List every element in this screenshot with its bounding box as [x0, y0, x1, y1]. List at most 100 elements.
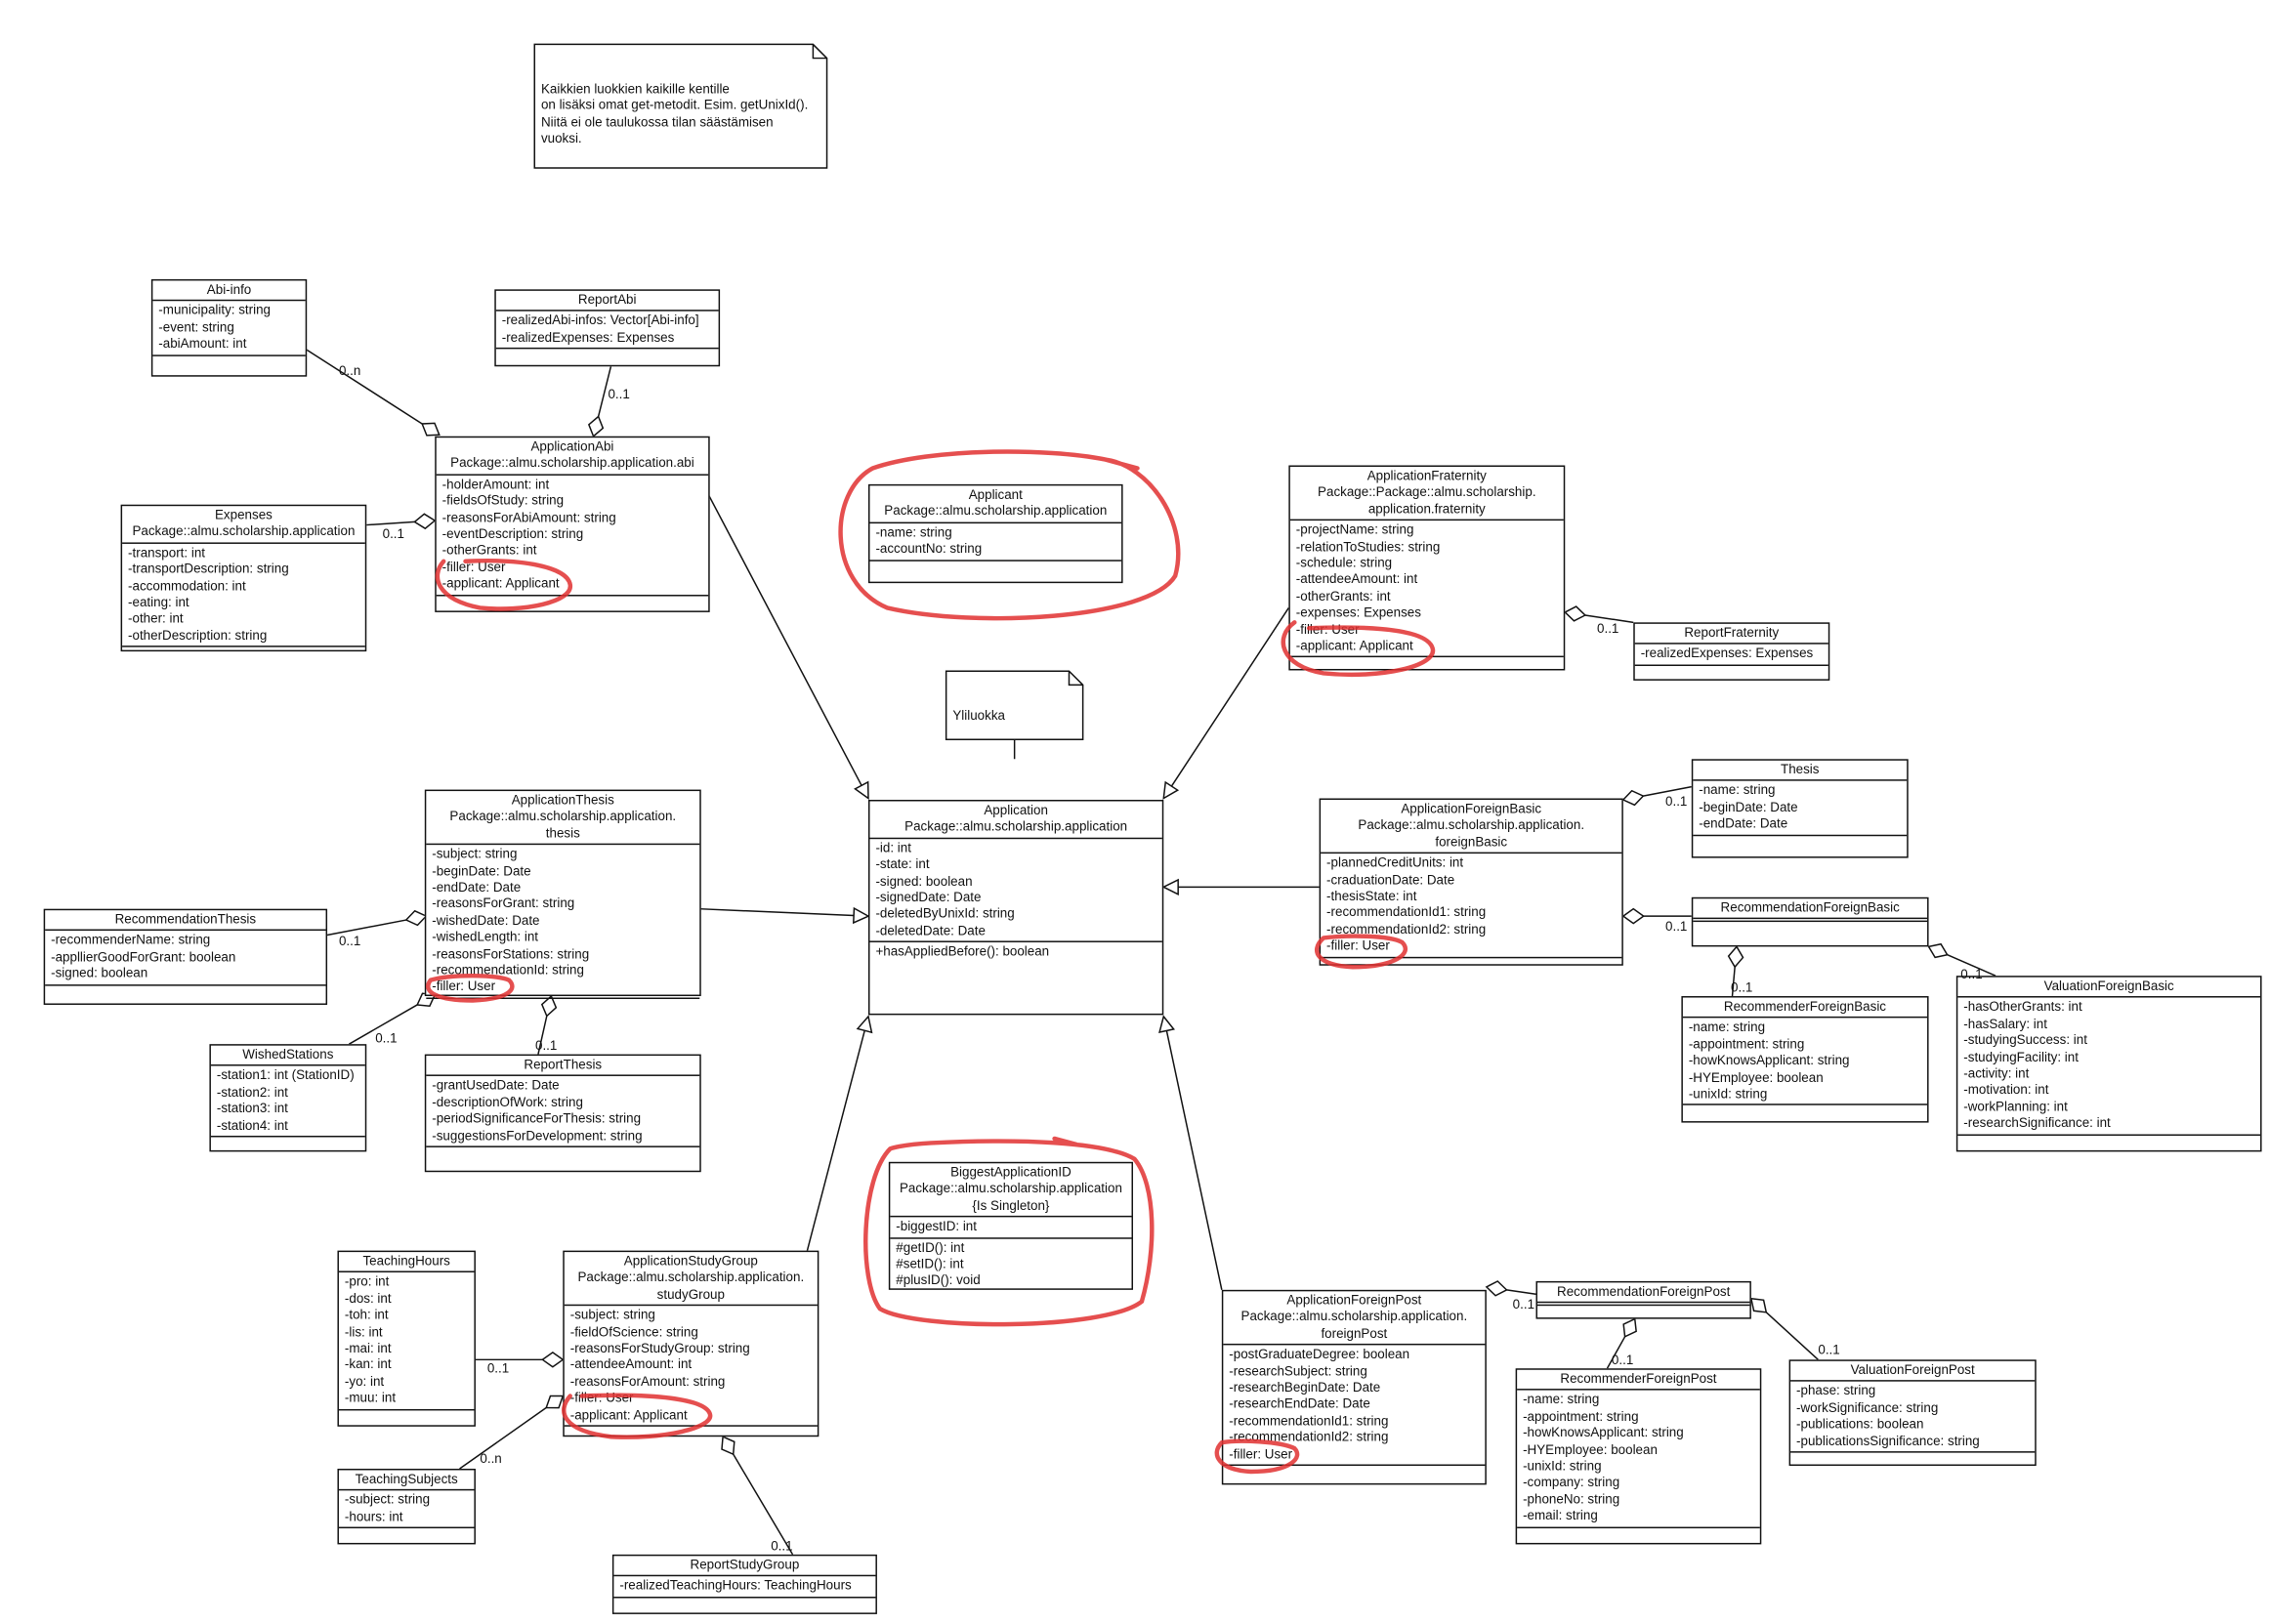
attribute-compartment: -subject: string-beginDate: Date-endDate… — [426, 845, 700, 999]
generalization-arrow-icon — [856, 1015, 873, 1034]
attribute: -reasonsForAbiAmount: string — [441, 510, 616, 525]
aggregation-diamond-icon — [1727, 945, 1744, 969]
attribute: -plannedCreditUnits: int — [1326, 854, 1464, 870]
attribute: -schedule: string — [1295, 555, 1393, 570]
class-package: Package::almu.scholarship.application — [899, 1181, 1122, 1196]
class-package: Package::almu.scholarship.application. — [449, 809, 677, 824]
attribute: -muu: int — [344, 1390, 397, 1405]
attribute: -activity: int — [1963, 1065, 2030, 1081]
aggregation-line — [1606, 1336, 1626, 1369]
attribute: -signed: boolean — [51, 966, 148, 980]
class-recommendation-foreign-basic[interactable]: RecommendationForeignBasic — [1691, 896, 1929, 947]
attribute-compartment: -postGraduateDegree: boolean-researchSub… — [1223, 1346, 1486, 1467]
attribute: -workSignificance: string — [1796, 1399, 1939, 1415]
class-package: Package::almu.scholarship.application — [904, 818, 1128, 834]
attribute: -phoneNo: string — [1523, 1491, 1620, 1507]
class-report-abi[interactable]: ReportAbi-realizedAbi-infos: Vector[Abi-… — [494, 289, 721, 367]
class-package: thesis — [545, 825, 580, 841]
generalization-arrow-icon — [1162, 780, 1180, 800]
class-header: ReportStudyGroup — [613, 1556, 876, 1577]
class-name: Applicant — [968, 486, 1023, 502]
class-recommendation-foreign-post[interactable]: RecommendationForeignPost — [1535, 1280, 1751, 1319]
class-recommender-foreign-basic[interactable]: RecommenderForeignBasic-name: string-app… — [1681, 996, 1929, 1123]
method-compartment — [426, 999, 699, 1002]
attribute: -recommendationId2: string — [1229, 1430, 1389, 1445]
class-name: ApplicationStudyGroup — [623, 1253, 758, 1269]
attribute-compartment: -subject: string-fieldOfScience: string-… — [564, 1307, 818, 1427]
class-recommendation-thesis[interactable]: RecommendationThesis-recommenderName: st… — [43, 908, 328, 1005]
class-report-fraternity[interactable]: ReportFraternity-realizedExpenses: Expen… — [1633, 622, 1830, 681]
class-report-study-group[interactable]: ReportStudyGroup-realizedTeachingHours: … — [611, 1554, 877, 1614]
class-name: Thesis — [1781, 762, 1820, 777]
attribute: -studyingFacility: int — [1963, 1049, 2079, 1064]
attribute: -subject: string — [432, 846, 518, 861]
attribute-compartment: -transport: int-transportDescription: st… — [122, 544, 365, 648]
class-header: ReportAbi — [495, 291, 719, 312]
class-abi-info[interactable]: Abi-info-municipality: string-event: str… — [150, 278, 308, 377]
method: +hasAppliedBefore(): boolean — [875, 943, 1050, 959]
class-recommender-foreign-post[interactable]: RecommenderForeignPost-name: string-appo… — [1515, 1368, 1762, 1545]
class-header: RecommendationThesis — [45, 910, 326, 932]
aggregation-line — [1643, 785, 1692, 797]
class-valuation-foreign-basic[interactable]: ValuationForeignBasic-hasOtherGrants: in… — [1955, 976, 2262, 1152]
attribute: -researchSignificance: int — [1963, 1115, 2111, 1131]
class-teaching-hours[interactable]: TeachingHours-pro: int-dos: int-toh: int… — [337, 1250, 476, 1427]
class-name: ApplicationAbi — [530, 438, 614, 454]
method-compartment — [1693, 923, 1927, 945]
aggregation-diamond-icon — [1927, 942, 1949, 959]
attribute: -yo: int — [344, 1373, 385, 1389]
attribute: -appllierGoodForGrant: boolean — [51, 949, 236, 964]
class-thesis[interactable]: Thesis -name: string-beginDate: Date-endD… — [1691, 759, 1909, 858]
attribute-compartment: -name: string-beginDate: Date-endDate: D… — [1693, 781, 1908, 836]
class-header: ReportThesis — [426, 1056, 700, 1077]
attribute: -toh: int — [344, 1308, 389, 1322]
attribute: -relationToStudies: string — [1295, 538, 1441, 554]
generalization-arrow-icon — [1161, 878, 1179, 896]
aggregation-line — [1506, 1289, 1536, 1296]
attribute: -realizedExpenses: Expenses — [1640, 645, 1814, 661]
multiplicity-label: 0..1 — [1731, 979, 1753, 995]
method-compartment — [1321, 958, 1621, 964]
attribute: -name: string — [1688, 1020, 1766, 1035]
attribute-compartment: -recommenderName: string-appllierGoodFor… — [45, 932, 326, 986]
aggregation-line — [366, 521, 415, 526]
attribute: -endDate: Date — [1699, 815, 1788, 831]
attribute-compartment: -biggestID: int — [890, 1218, 1132, 1239]
class-teaching-subjects[interactable]: TeachingSubjects-subject: string-hours: … — [337, 1468, 476, 1545]
attribute: -recommendationId: string — [432, 962, 584, 978]
class-name: RecommenderForeignBasic — [1723, 999, 1887, 1014]
attribute: -grantUsedDate: Date — [432, 1078, 560, 1093]
class-report-thesis[interactable]: ReportThesis-grantUsedDate: Date-descrip… — [424, 1054, 701, 1173]
method-compartment — [211, 1138, 365, 1150]
class-header: Abi-info — [152, 280, 306, 302]
class-wished-stations[interactable]: WishedStations-station1: int (StationID)… — [209, 1044, 367, 1152]
attribute: -eventDescription: string — [441, 526, 584, 541]
class-name: Expenses — [214, 507, 273, 522]
class-name: RecommendationForeignPost — [1557, 1283, 1731, 1299]
class-valuation-foreign-post[interactable]: ValuationForeignPost-phase: string-workS… — [1788, 1359, 2037, 1467]
class-name: BiggestApplicationID — [950, 1164, 1071, 1180]
aggregation-diamond-icon — [1564, 605, 1587, 622]
attribute: -subject: string — [344, 1492, 431, 1508]
multiplicity-label: 0..1 — [1665, 794, 1688, 809]
attribute: -deletedDate: Date — [875, 923, 986, 938]
attribute: -signed: boolean — [875, 873, 973, 889]
attribute: -wishedDate: Date — [432, 912, 540, 928]
attribute: -hours: int — [344, 1509, 403, 1524]
attribute: -kan: int — [344, 1356, 392, 1372]
attribute: -subject: string — [569, 1308, 655, 1322]
method-compartment — [1790, 1453, 2035, 1465]
